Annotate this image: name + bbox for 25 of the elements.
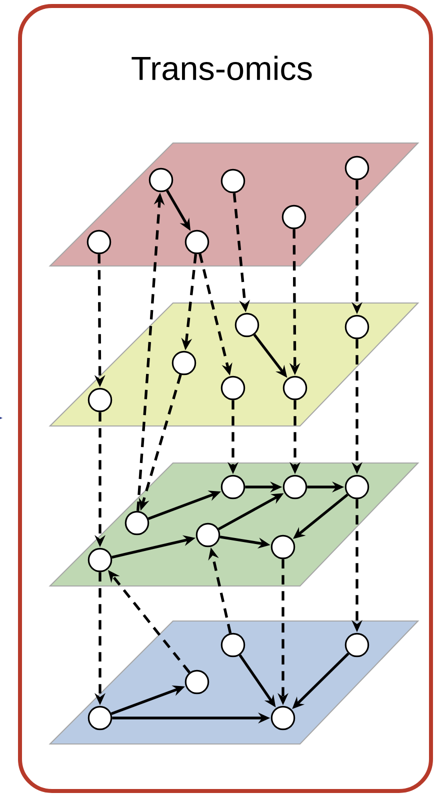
node-circle bbox=[124, 510, 150, 536]
node-circle bbox=[86, 230, 112, 254]
node-circle bbox=[172, 350, 196, 376]
node-circle bbox=[344, 474, 370, 500]
node-circle bbox=[220, 474, 246, 500]
node-circle bbox=[88, 548, 112, 572]
node-circle bbox=[196, 522, 220, 548]
node-circle bbox=[282, 376, 308, 400]
node-circle bbox=[270, 706, 296, 730]
node-circle bbox=[184, 670, 210, 694]
node-circle bbox=[344, 314, 370, 340]
node-circle bbox=[282, 204, 306, 230]
node-circle bbox=[220, 168, 246, 194]
node-circle bbox=[344, 632, 370, 658]
node-circle bbox=[282, 474, 308, 500]
node-circle bbox=[234, 312, 260, 338]
node-circle bbox=[220, 632, 246, 658]
node-circle bbox=[88, 388, 112, 412]
node-circle bbox=[344, 156, 370, 180]
node-circle bbox=[184, 230, 210, 254]
node-circle bbox=[270, 534, 296, 560]
node-circle bbox=[88, 706, 112, 730]
node-circle bbox=[220, 376, 246, 400]
node-circle bbox=[148, 168, 174, 192]
title: Trans-omics bbox=[132, 56, 312, 80]
